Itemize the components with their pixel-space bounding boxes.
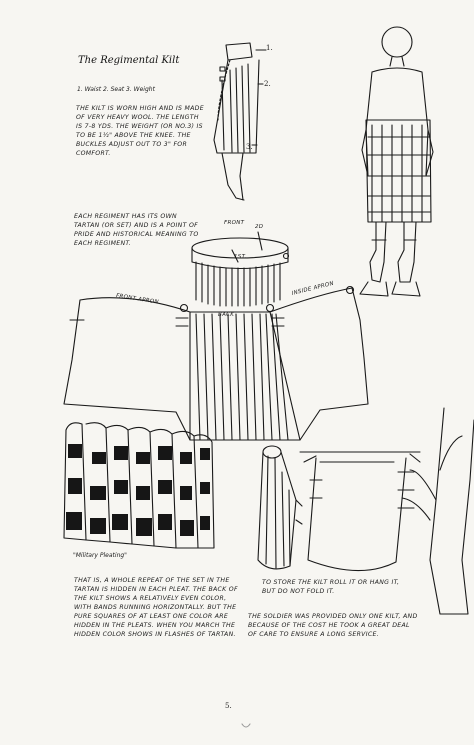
- parts-legend: 1. Waist 2. Seat 3. Weight: [77, 86, 155, 93]
- callout-seat: 2.: [264, 80, 271, 88]
- rolled-kilt-drawing: [257, 445, 303, 570]
- pleating-paragraph: That is, a whole repeat of the set in th…: [74, 577, 238, 638]
- pleating-tartan-blocks: [66, 444, 210, 536]
- military-pleating-drawing: [63, 422, 215, 549]
- page-title: The Regimental Kilt: [78, 55, 180, 66]
- label-back: Back: [218, 312, 235, 318]
- callout-weight: 3.: [246, 143, 253, 151]
- callout-waist: 1.: [266, 44, 273, 52]
- hanging-kilt-drawing: [299, 407, 474, 615]
- label-first: 1st.: [234, 254, 247, 260]
- label-second: 2d: [255, 224, 264, 230]
- intro-paragraph: The kilt is worn high and is made of ver…: [76, 105, 204, 157]
- waistband-drawing: [191, 231, 290, 307]
- label-front: Front: [224, 220, 245, 226]
- soldier-paragraph: The soldier was provided only one kilt, …: [248, 613, 418, 638]
- regiment-paragraph: Each regiment has its own tartan (or set…: [74, 213, 199, 247]
- flat-kilt-drawing: [63, 285, 369, 441]
- page-number: 5.: [225, 702, 232, 710]
- side-view-kilt-drawing: [213, 42, 267, 201]
- soldier-figure: [359, 26, 434, 297]
- pleating-caption: "Military Pleating": [73, 552, 127, 559]
- storage-caption: To store the kilt roll it or hang it, bu…: [262, 579, 400, 595]
